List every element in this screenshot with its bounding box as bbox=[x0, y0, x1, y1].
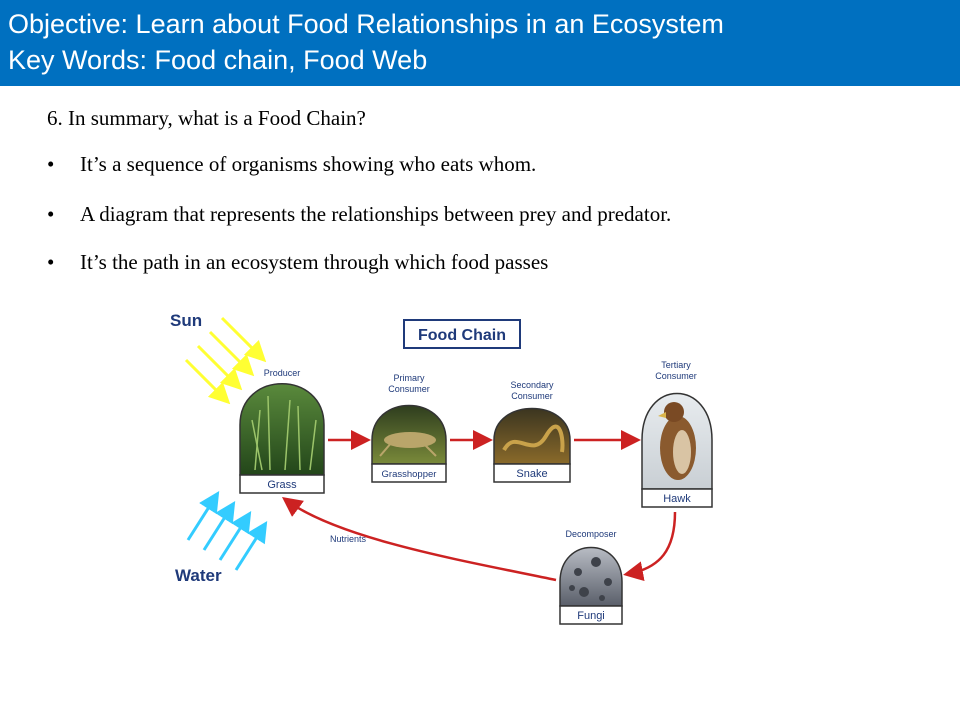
decomposer-role: Decomposer bbox=[565, 529, 616, 539]
sun-rays-icon bbox=[184, 316, 267, 405]
food-chain-diagram: Sun Water Food Chain Producer Grass Prim… bbox=[170, 311, 713, 625]
primary-role-line2: Consumer bbox=[388, 384, 430, 394]
fungi-label: Fungi bbox=[577, 610, 605, 622]
snake-card bbox=[493, 407, 571, 483]
key-words-title: Key Words: Food chain, Food Web bbox=[8, 45, 428, 75]
snake-label: Snake bbox=[516, 468, 547, 480]
objective-title: Objective: Learn about Food Relationship… bbox=[8, 9, 724, 39]
secondary-role-line2: Consumer bbox=[511, 391, 553, 401]
bullet-text: It’s the path in an ecosystem through wh… bbox=[80, 250, 549, 274]
hawk-card bbox=[641, 392, 713, 508]
sun-label: Sun bbox=[170, 311, 202, 330]
water-arrows-icon bbox=[186, 490, 268, 571]
hawk-label: Hawk bbox=[663, 493, 691, 505]
water-label: Water bbox=[175, 566, 222, 585]
grasshopper-card bbox=[371, 404, 447, 483]
food-chain-title-box bbox=[403, 319, 521, 349]
grasshopper-icon bbox=[379, 432, 437, 457]
grasshopper-label: Grasshopper bbox=[382, 469, 437, 480]
summary-question: 6. In summary, what is a Food Chain? bbox=[47, 106, 366, 130]
bullet-text: It’s a sequence of organisms showing who… bbox=[80, 152, 537, 176]
arrow-hawk-to-fungi bbox=[623, 511, 677, 582]
bullet-text: A diagram that represents the relationsh… bbox=[80, 202, 672, 226]
primary-role-line1: Primary bbox=[394, 373, 425, 383]
grass-card bbox=[239, 383, 325, 494]
bullet-dot: • bbox=[47, 202, 55, 226]
snake-icon bbox=[502, 424, 565, 453]
nutrients-label: Nutrients bbox=[330, 534, 367, 544]
arrow-fungi-to-grass bbox=[281, 497, 557, 582]
bullet-dot: • bbox=[47, 250, 55, 274]
fungi-card bbox=[559, 546, 623, 625]
title-banner: Objective: Learn about Food Relationship… bbox=[0, 0, 960, 86]
tertiary-role-line1: Tertiary bbox=[661, 360, 691, 370]
hawk-icon bbox=[658, 402, 696, 480]
tertiary-role-line2: Consumer bbox=[655, 371, 697, 381]
food-chain-title: Food Chain bbox=[418, 327, 506, 344]
fungi-icon bbox=[569, 557, 612, 601]
bullet-dot: • bbox=[47, 152, 55, 176]
grass-icon bbox=[251, 395, 317, 471]
grass-label: Grass bbox=[267, 479, 297, 491]
secondary-role-line1: Secondary bbox=[510, 380, 554, 390]
producer-role: Producer bbox=[264, 368, 301, 378]
